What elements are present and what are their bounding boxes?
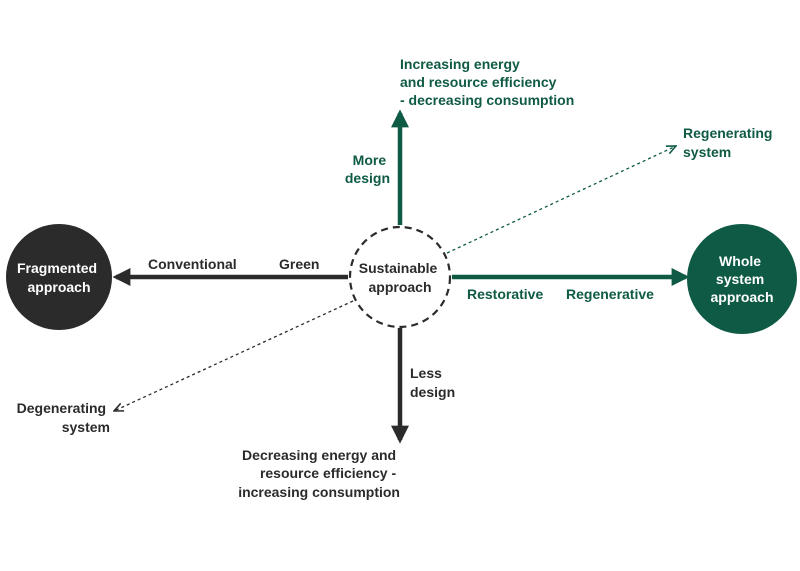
- dashed-arrow-degenerating: [114, 300, 354, 411]
- svg-text:Sustainable approach: Sustainable approach: [359, 260, 441, 295]
- center-line-2: approach: [368, 279, 431, 295]
- left-line-1: Fragmented: [17, 260, 97, 276]
- label-conventional: Conventional: [148, 256, 237, 272]
- label-degenerating-system: Degenerating system: [17, 400, 110, 435]
- label-top-increasing: Increasing energy and resource efficienc…: [400, 56, 574, 108]
- label-more-design: More design: [345, 152, 390, 186]
- label-green: Green: [279, 256, 319, 272]
- label-regenerating-system: Regenerating system: [683, 125, 776, 160]
- svg-text:Fragmented approach: Fragmented approach: [17, 260, 101, 295]
- svg-text:Whole system appro: Whole system approach: [710, 253, 773, 305]
- node-sustainable-approach: Sustainable approach: [348, 225, 452, 329]
- label-bottom-decreasing: Decreasing energy and resource efficienc…: [238, 447, 400, 500]
- left-line-2: approach: [27, 279, 90, 295]
- label-less-design: Less design: [410, 365, 455, 400]
- right-line-2: system: [716, 271, 764, 287]
- node-whole-system-approach: Whole system approach: [687, 224, 797, 334]
- center-line-1: Sustainable: [359, 260, 438, 276]
- node-fragmented-approach: Fragmented approach: [6, 224, 112, 330]
- label-regenerative: Regenerative: [566, 286, 654, 302]
- right-line-3: approach: [710, 289, 773, 305]
- label-restorative: Restorative: [467, 286, 543, 302]
- right-line-1: Whole: [719, 253, 761, 269]
- dashed-arrow-regenerating: [446, 146, 676, 254]
